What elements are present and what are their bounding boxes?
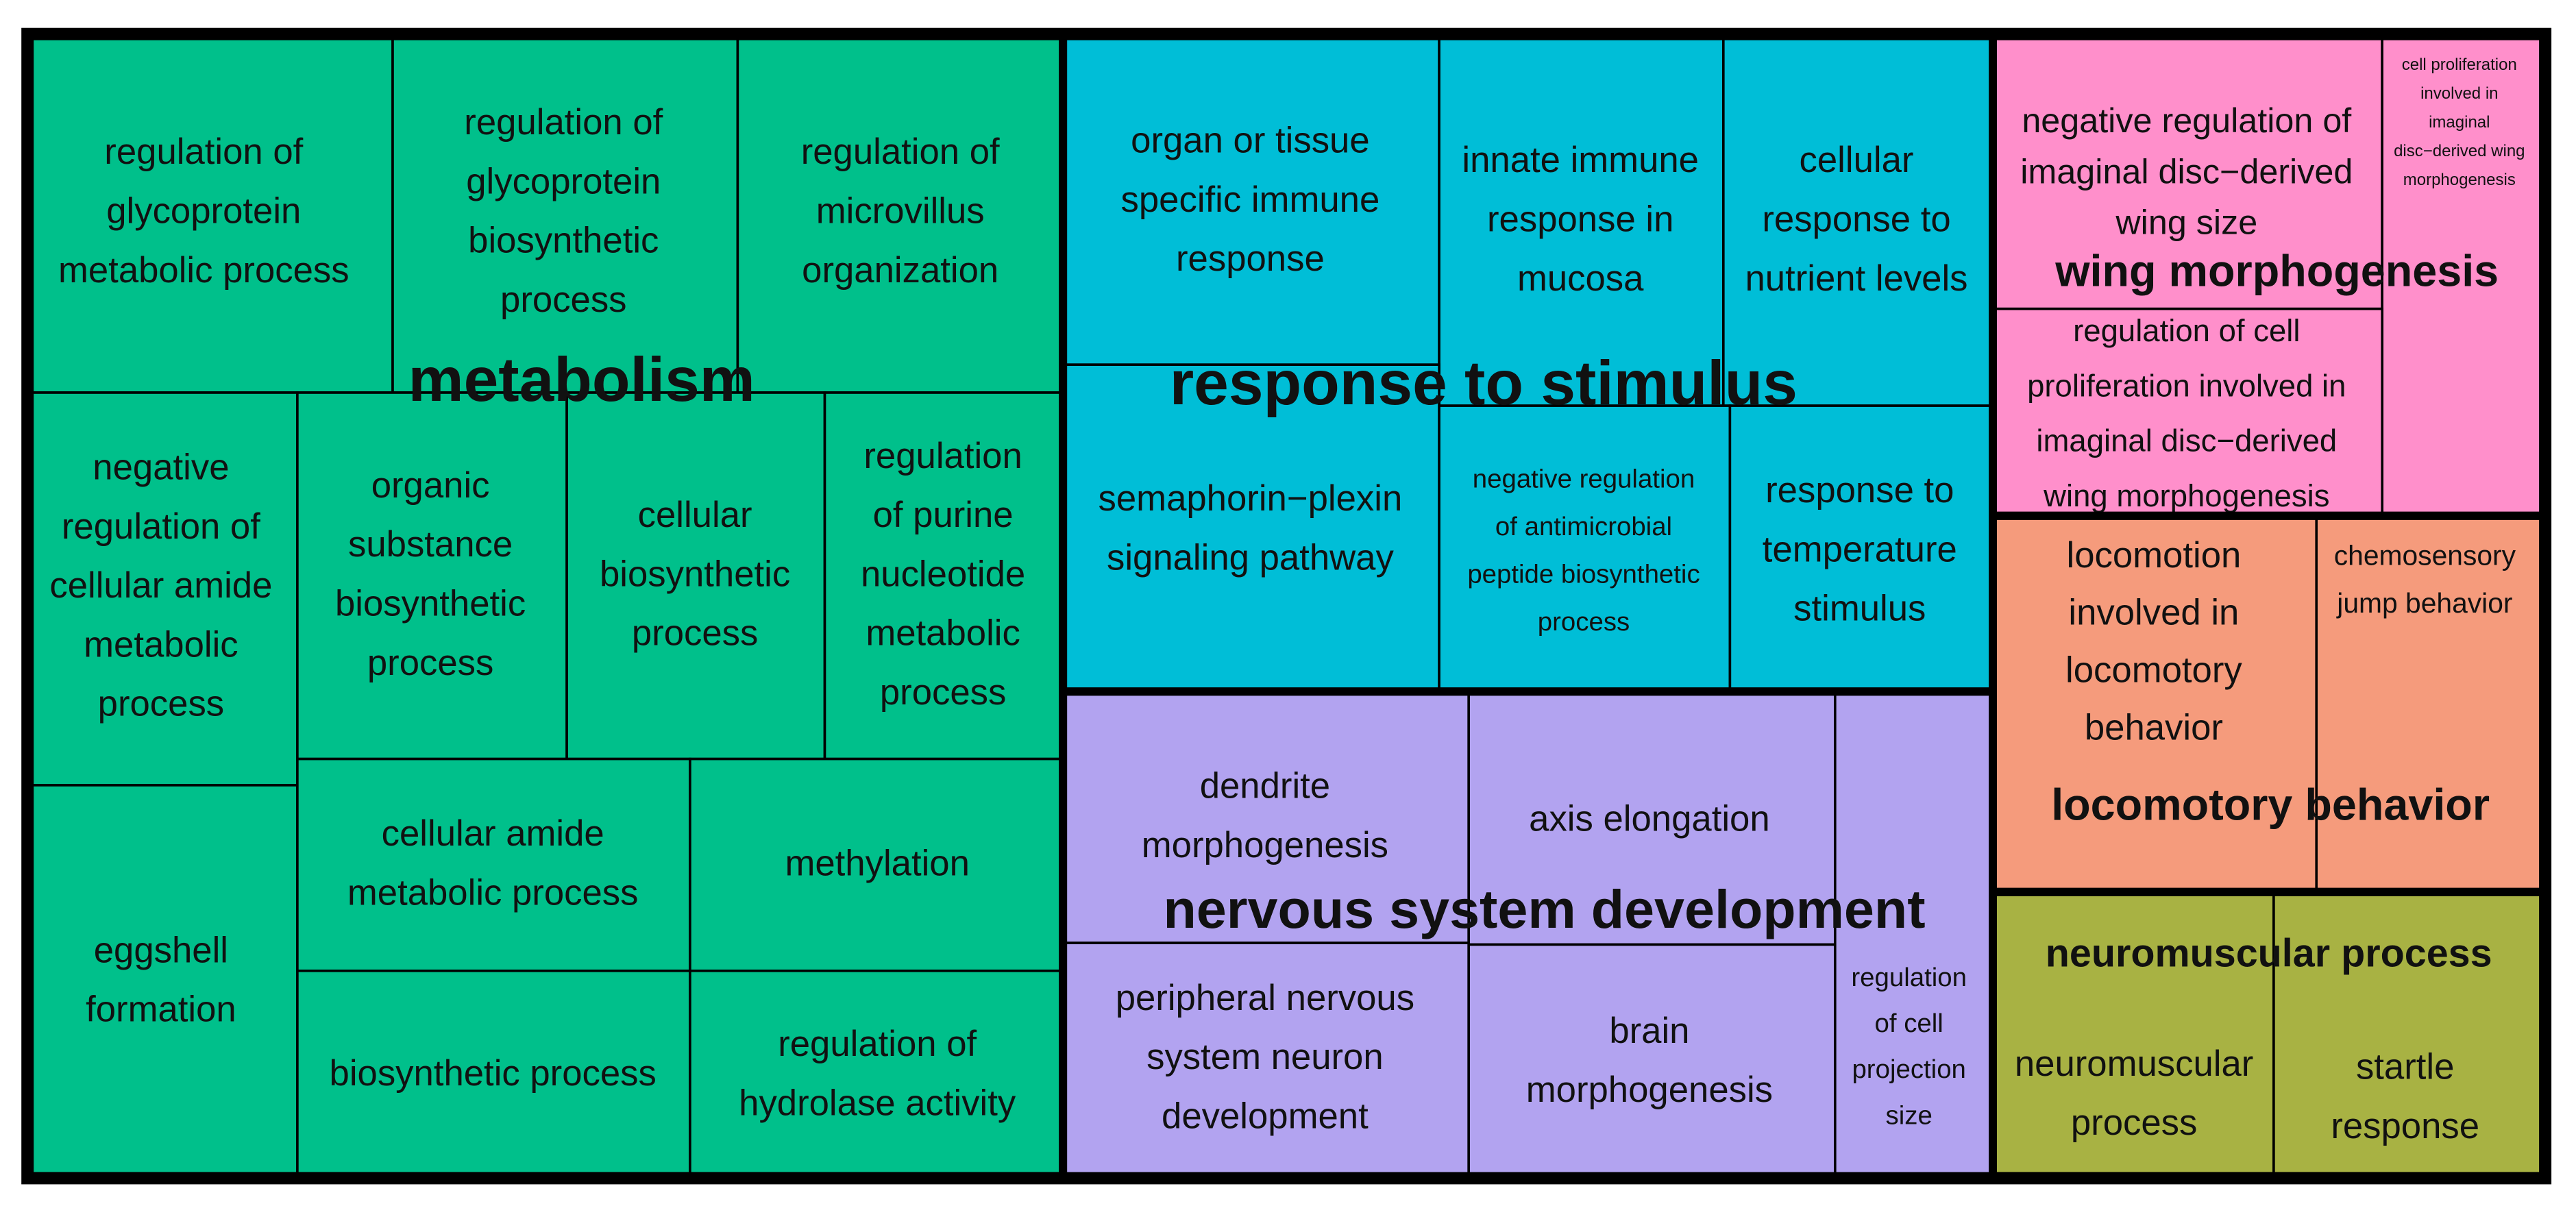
treemap-cell-rect bbox=[1062, 363, 1440, 693]
treemap-cell-rect bbox=[1991, 307, 2384, 517]
treemap-cell-rect bbox=[1467, 690, 1837, 946]
treemap-cell-rect bbox=[823, 391, 1064, 761]
group-title-response-to-stimulus: response to stimulus bbox=[1170, 349, 1798, 418]
treemap-cell-rect bbox=[689, 757, 1064, 972]
treemap-cell-rect bbox=[2315, 514, 2544, 894]
treemap-cell-axis-elongation: axis elongation bbox=[1467, 690, 1837, 946]
treemap-cell-rect bbox=[1467, 943, 1837, 1178]
treemap-cell-rect bbox=[296, 970, 691, 1178]
treemap-cell-rect bbox=[296, 757, 691, 972]
treemap-cell-rect bbox=[2272, 890, 2544, 1178]
treemap-cell-rect bbox=[28, 391, 299, 787]
treemap-cell-rect bbox=[565, 391, 826, 761]
treemap-cell-rect bbox=[1722, 34, 1994, 407]
treemap-cell-rect bbox=[1991, 514, 2318, 894]
group-title-neuromuscular-process: neuromuscular process bbox=[2046, 931, 2492, 975]
treemap-cell-label: biosynthetic process bbox=[330, 1053, 657, 1094]
treemap-cell-methylation: methylation bbox=[689, 757, 1064, 972]
treemap-cell-rect bbox=[1834, 690, 1994, 1178]
treemap-cell-biosynthetic-process: biosynthetic process bbox=[296, 970, 691, 1178]
treemap-cell-rect bbox=[1438, 404, 1732, 693]
treemap-outer-border bbox=[21, 27, 2552, 1185]
treemap-cell-rect bbox=[28, 34, 394, 394]
treemap-cell-rect bbox=[28, 784, 299, 1178]
treemap-cell-rect bbox=[1991, 890, 2275, 1178]
treemap-cell-label: axis elongation bbox=[1529, 799, 1770, 839]
group-title-nervous-system-development: nervous system development bbox=[1163, 878, 1925, 939]
treemap-cell-rect bbox=[1728, 404, 1994, 693]
treemap-cell-rect bbox=[296, 391, 568, 761]
treemap-cell-rect bbox=[2381, 34, 2544, 517]
treemap-cell-rect bbox=[689, 970, 1064, 1178]
treemap-cell-label: methylation bbox=[785, 843, 969, 883]
group-title-wing-morphogenesis: wing morphogenesis bbox=[2054, 245, 2499, 295]
group-title-metabolism: metabolism bbox=[408, 345, 755, 415]
group-title-locomotory-behavior: locomotory behavior bbox=[2051, 780, 2490, 830]
treemap-cell-rect bbox=[391, 34, 739, 394]
